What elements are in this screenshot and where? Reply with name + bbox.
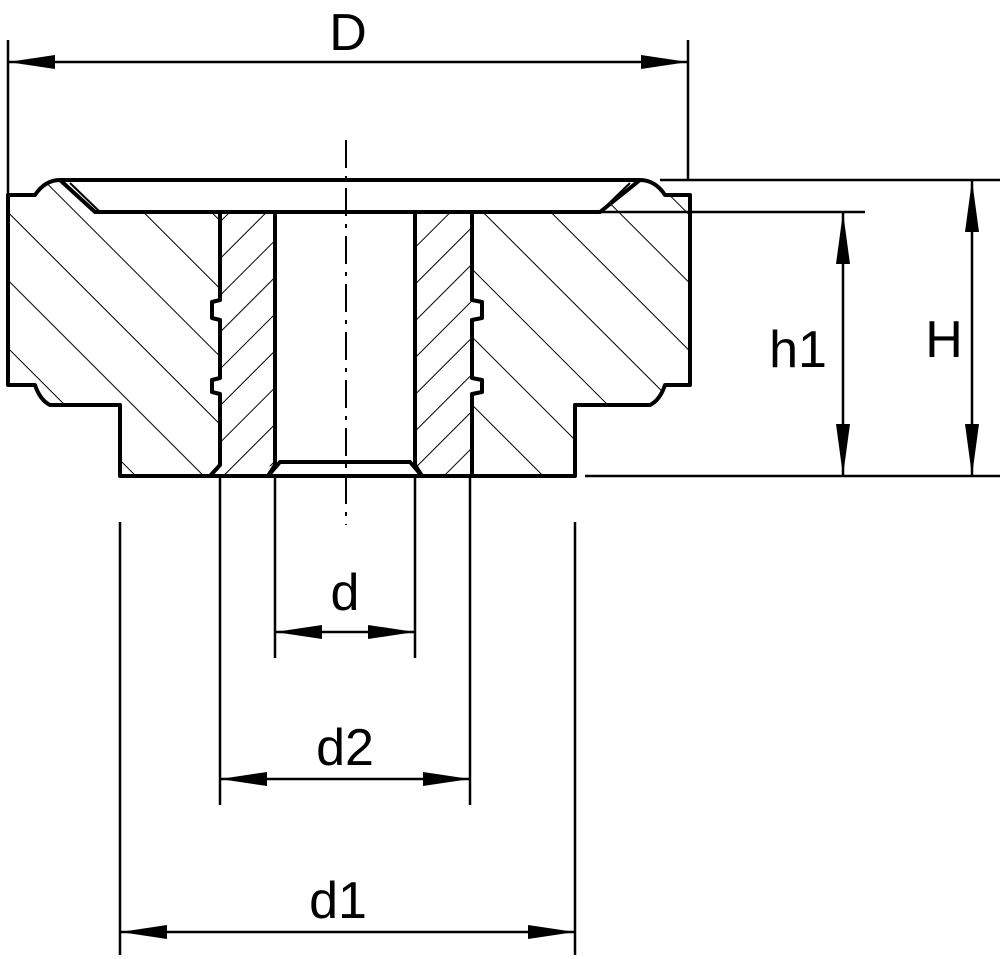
body-section-right [470, 178, 692, 478]
dimension-d2: d2 [218, 476, 472, 805]
bore-chamfer [95, 210, 600, 478]
dimension-h1: h1 [600, 210, 865, 476]
label-h1: h1 [769, 321, 827, 379]
top-rim [60, 178, 640, 213]
insert-left [220, 210, 277, 478]
label-D: D [329, 4, 367, 62]
dimension-D: D [6, 4, 690, 195]
dimension-H: H [585, 178, 1000, 478]
label-d2: d2 [316, 719, 374, 777]
insert-right [413, 210, 472, 478]
body-section-left [6, 178, 222, 478]
dimension-d: d [273, 476, 417, 658]
dimension-d1: d1 [118, 522, 577, 955]
label-d: d [331, 564, 360, 622]
label-d1: d1 [309, 872, 367, 930]
label-H: H [925, 311, 963, 369]
